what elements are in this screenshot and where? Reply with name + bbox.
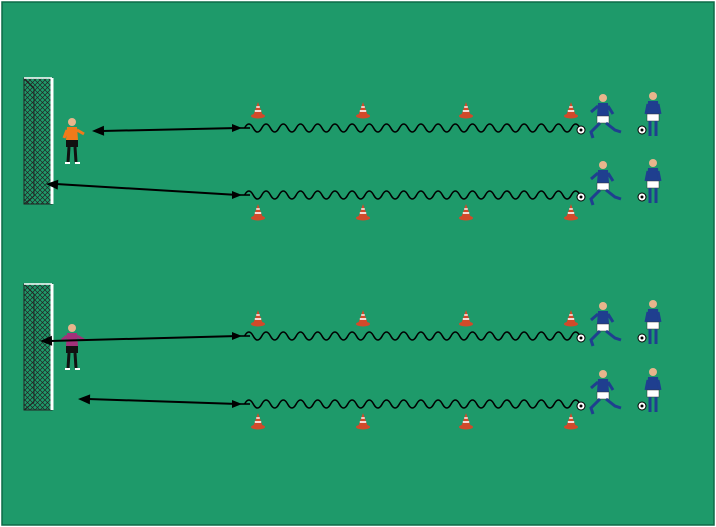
training-cone-icon: [564, 413, 578, 430]
pass-arrow: [49, 335, 239, 342]
pass-arrow: [101, 127, 239, 132]
training-cone-icon: [356, 310, 370, 327]
player-figure-icon: [644, 92, 662, 136]
goal-net-icon: [23, 77, 54, 205]
drill-lanes: [40, 92, 662, 430]
training-cone-icon: [459, 310, 473, 327]
soccer-ball-icon: [576, 192, 586, 202]
soccer-ball-icon: [637, 125, 647, 135]
player-figure-icon: [644, 300, 662, 344]
training-cone-icon: [251, 204, 265, 221]
goal-top: [23, 77, 54, 205]
lane-1: [92, 92, 662, 139]
training-cone-icon: [356, 102, 370, 119]
training-cone-icon: [251, 102, 265, 119]
lane-4: [78, 368, 662, 430]
training-cone-icon: [564, 102, 578, 119]
pass-arrow: [55, 183, 239, 196]
soccer-ball-icon: [576, 401, 586, 411]
training-cone-icon: [459, 413, 473, 430]
goalkeeper-top: [62, 118, 85, 164]
lane-3: [40, 300, 662, 347]
training-cone-icon: [564, 204, 578, 221]
goalkeeper-figure-icon: [62, 118, 85, 164]
training-cone-icon: [356, 413, 370, 430]
goal-net-icon: [23, 283, 54, 411]
player-figure-icon: [644, 159, 662, 203]
pass-arrow: [87, 398, 239, 405]
training-cone-icon: [356, 204, 370, 221]
player-figure-icon: [589, 161, 622, 206]
player-figure-icon: [589, 302, 622, 347]
soccer-ball-icon: [637, 192, 647, 202]
lane-2: [46, 159, 662, 221]
training-cone-icon: [251, 310, 265, 327]
training-cone-icon: [459, 102, 473, 119]
soccer-ball-icon: [637, 333, 647, 343]
training-cone-icon: [251, 413, 265, 430]
player-figure-icon: [644, 368, 662, 412]
training-cone-icon: [459, 204, 473, 221]
soccer-ball-icon: [637, 401, 647, 411]
training-cone-icon: [564, 310, 578, 327]
soccer-ball-icon: [576, 333, 586, 343]
player-figure-icon: [589, 370, 622, 415]
soccer-ball-icon: [576, 125, 586, 135]
player-figure-icon: [589, 94, 622, 139]
goal-bottom: [23, 283, 54, 411]
